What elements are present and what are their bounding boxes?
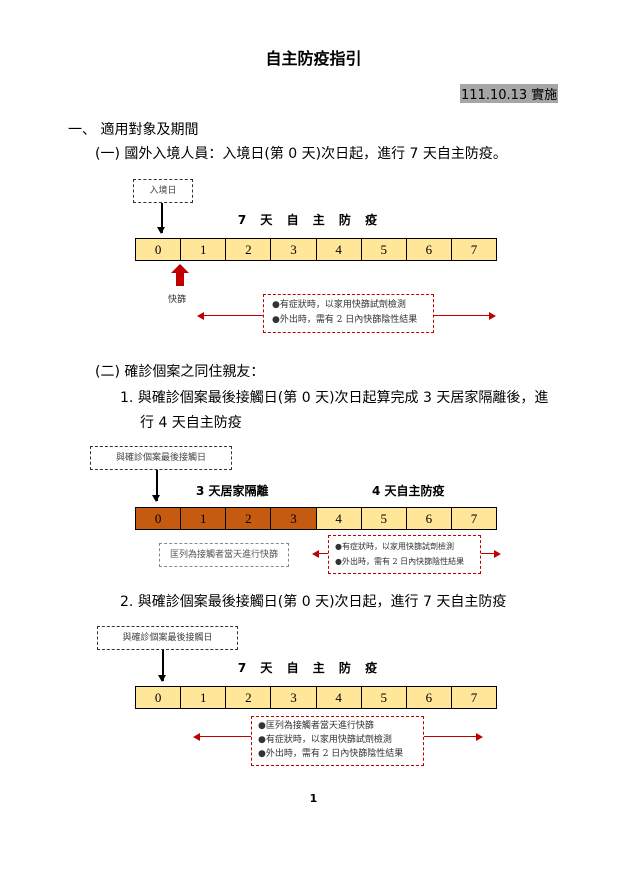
day-bar: 0 1 2 3 4 5 6 7 [135,507,497,530]
day-cell: 3 [271,239,317,260]
day-cell: 6 [406,508,452,529]
right-arrow-icon [424,731,483,742]
day-cell: 1 [181,239,227,260]
diagram-title: 7 天 自 主 防 疫 [237,213,383,227]
rapid-test-label: 快篩 [168,295,187,305]
day-cell: 6 [406,239,452,260]
last-contact-box: 與確診個案最後接觸日 [90,446,232,470]
notes-box: ●匡列為接觸者當天進行快篩 ●有症狀時，以家用快篩試劑檢測 ●外出時，需有 2 … [251,716,424,766]
day-cell: 3 [271,687,317,708]
day-cell: 4 [316,508,362,529]
item-1-line1: 1. 與確診個案最後接觸日(第 0 天)次日起算完成 3 天居家隔離後，進 [120,390,549,406]
arrow-down-icon [153,470,159,502]
red-up-arrow-icon [171,264,189,286]
notes-box: ●有症狀時，以家用快篩試劑檢測 ●外出時，需有 2 日內快篩陰性結果 [328,535,481,574]
arrow-down-icon [158,203,164,234]
effective-date: 111.10.13 實施 [460,84,559,103]
item-1-line2: 行 4 天自主防疫 [140,415,242,431]
arrow-down-icon [159,650,165,682]
day-cell: 7 [451,239,496,260]
day-cell: 5 [361,508,407,529]
day-cell: 2 [226,687,272,708]
note: ●外出時，需有 2 日內快篩陰性結果 [335,557,465,566]
subsection-2: (二) 確診個案之同住親友： [95,364,265,380]
left-arrow-icon [197,310,263,321]
note: ●有症狀時，以家用快篩試劑檢測 [272,300,406,310]
self-protect-title: 4 天自主防疫 [372,484,445,498]
subsection-1: (一) 國外入境人員：入境日(第 0 天)次日起，進行 7 天自主防疫。 [95,146,507,162]
day-cell: 4 [316,687,362,708]
last-contact-box: 與確診個案最後接觸日 [97,626,238,650]
quarantine-day-cell: 2 [226,508,272,529]
day-bar: 0 1 2 3 4 5 6 7 [135,686,497,709]
note: ●有症狀時，以家用快篩試劑檢測 [335,542,454,551]
day-cell: 5 [361,239,407,260]
day-cell: 4 [316,239,362,260]
note: ●外出時，需有 2 日內快篩陰性結果 [258,749,404,759]
left-arrow-icon [312,548,328,559]
quarantine-title: 3 天居家隔離 [196,484,269,498]
page-title: 自主防疫指引 [265,49,362,68]
day-bar: 0 1 2 3 4 5 6 7 [135,238,497,261]
quarantine-day-cell: 1 [181,508,227,529]
day-cell: 1 [181,687,227,708]
day-cell: 0 [136,239,182,260]
page-number: 1 [309,792,318,805]
day-cell: 7 [451,508,496,529]
note: ●外出時，需有 2 日內快篩陰性結果 [272,315,418,325]
quarantine-day-cell: 3 [271,508,317,529]
note: ●匡列為接觸者當天進行快篩 [258,721,374,731]
notes-box: ●有症狀時，以家用快篩試劑檢測 ●外出時，需有 2 日內快篩陰性結果 [263,294,434,333]
quarantine-day-cell: 0 [136,508,182,529]
day-cell: 2 [226,239,272,260]
day-cell: 7 [451,687,496,708]
day-cell: 5 [361,687,407,708]
item-2: 2. 與確診個案最後接觸日(第 0 天)次日起，進行 7 天自主防疫 [120,594,507,610]
right-arrow-icon [481,548,501,559]
note: ●有症狀時，以家用快篩試劑檢測 [258,735,392,745]
gray-note-box: 匡列為接觸者當天進行快篩 [159,543,289,567]
right-arrow-icon [434,310,496,321]
day-cell: 6 [406,687,452,708]
section-heading: 一、 適用對象及期間 [68,122,199,138]
day-cell: 0 [136,687,182,708]
left-arrow-icon [193,731,251,742]
entry-day-box: 入境日 [133,179,193,203]
diagram-title: 7 天 自 主 防 疫 [237,661,383,675]
